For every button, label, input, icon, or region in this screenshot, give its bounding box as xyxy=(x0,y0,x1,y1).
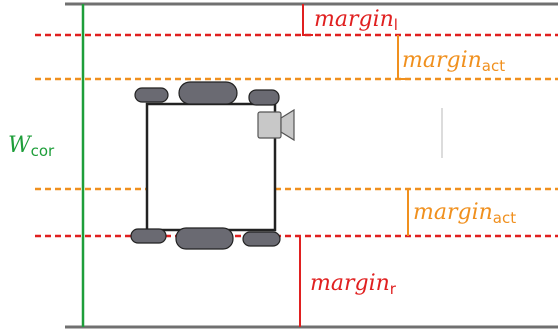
wheel-bottom-left xyxy=(130,228,167,244)
margin-act-bottom-label: marginact xyxy=(413,200,516,227)
wheel-bottom-right xyxy=(242,231,281,247)
w-cor-label: Wcor xyxy=(8,133,55,160)
wheel-top-left xyxy=(134,87,169,103)
margin-l-bracket xyxy=(302,4,313,36)
margin-l-label: marginl xyxy=(314,7,398,34)
margin-act-top-bracket xyxy=(397,35,408,80)
wheel-bottom-center xyxy=(175,227,234,250)
tracked-robot-icon xyxy=(130,81,295,250)
camera-icon xyxy=(257,108,295,142)
robot-body xyxy=(145,102,277,232)
wheel-top-right xyxy=(248,89,280,106)
wheel-top-center xyxy=(178,81,238,105)
margin-act-top-label: marginact xyxy=(402,48,505,75)
margin-r-label: marginr xyxy=(310,271,397,298)
